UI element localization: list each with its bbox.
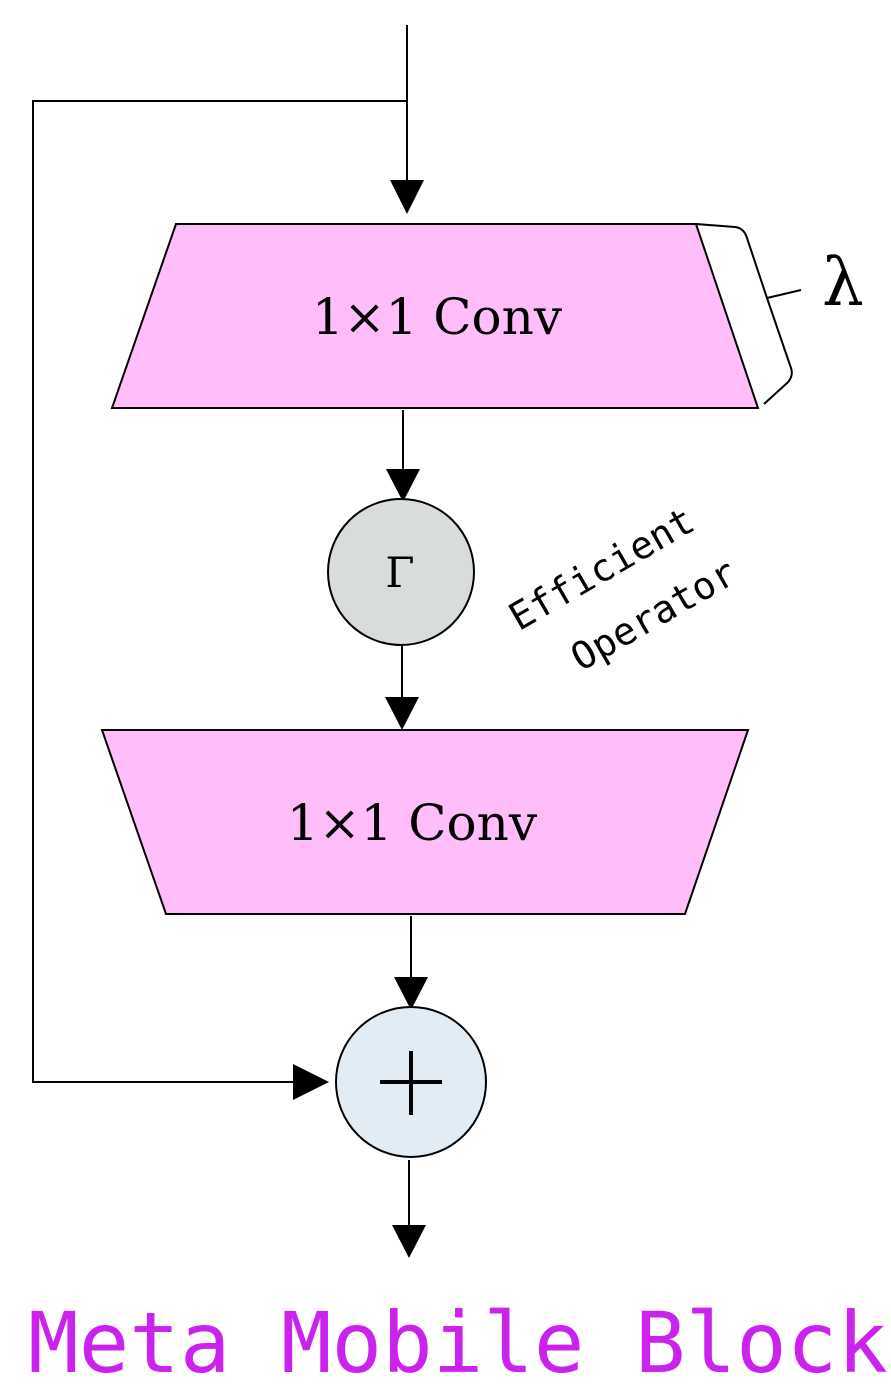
- operator-to-conv-arrowhead: [385, 697, 419, 730]
- conv-expand-label: 1×1 Conv: [312, 288, 563, 346]
- conv-reduce-label: 1×1 Conv: [287, 794, 538, 852]
- output-arrowhead: [392, 1225, 426, 1258]
- expansion-ratio-symbol: λ: [822, 244, 864, 321]
- diagram-title: Meta Mobile Block: [28, 1294, 888, 1392]
- efficient-operator-node: [327, 498, 475, 646]
- expansion-brace-tick: [766, 289, 802, 299]
- input-arrowhead: [390, 180, 424, 214]
- skip-connection-arrowhead: [293, 1064, 329, 1100]
- conv-to-operator-arrowhead: [386, 469, 420, 502]
- conv-expand-block: [110, 223, 760, 409]
- conv-to-add-arrowhead: [394, 977, 428, 1010]
- conv-reduce-block: [100, 729, 750, 915]
- efficient-operator-symbol: Γ: [385, 548, 414, 597]
- skip-connection-line: [32, 100, 407, 1083]
- add-symbol-text: +: [0, 0, 1, 1]
